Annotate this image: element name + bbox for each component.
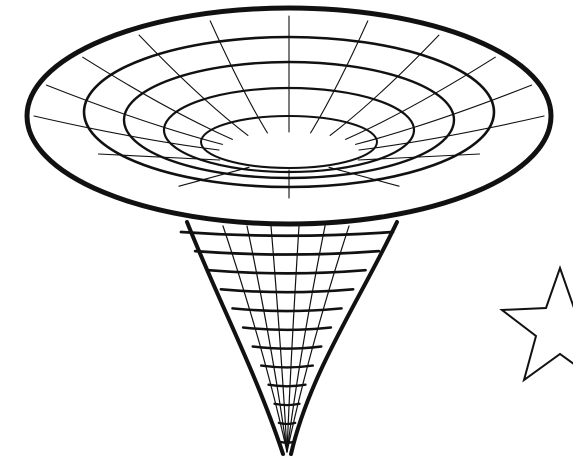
star-outline	[502, 268, 573, 380]
throat-meridian	[247, 226, 287, 452]
throat-ring	[253, 347, 322, 349]
funnel-throat-grid	[223, 226, 349, 452]
rim-radial-line	[356, 85, 532, 144]
throat-ring	[269, 385, 306, 387]
rim-radial-line	[47, 85, 223, 144]
funnel	[27, 8, 551, 454]
throat-ring	[181, 232, 393, 236]
funnel-throat-rings	[181, 232, 393, 443]
throat-ring	[261, 366, 313, 368]
throat-ring	[195, 251, 379, 254]
throat-ring	[209, 270, 366, 273]
throat-meridian	[223, 226, 287, 452]
throat-ring	[275, 404, 300, 405]
rim-radial-line	[359, 116, 544, 150]
throat-ring	[221, 289, 353, 292]
throat-meridian	[287, 226, 299, 452]
rim-radial-line	[34, 116, 219, 150]
funnel-throat-right-edge	[291, 222, 397, 454]
funnel-radial-lines	[34, 16, 544, 198]
